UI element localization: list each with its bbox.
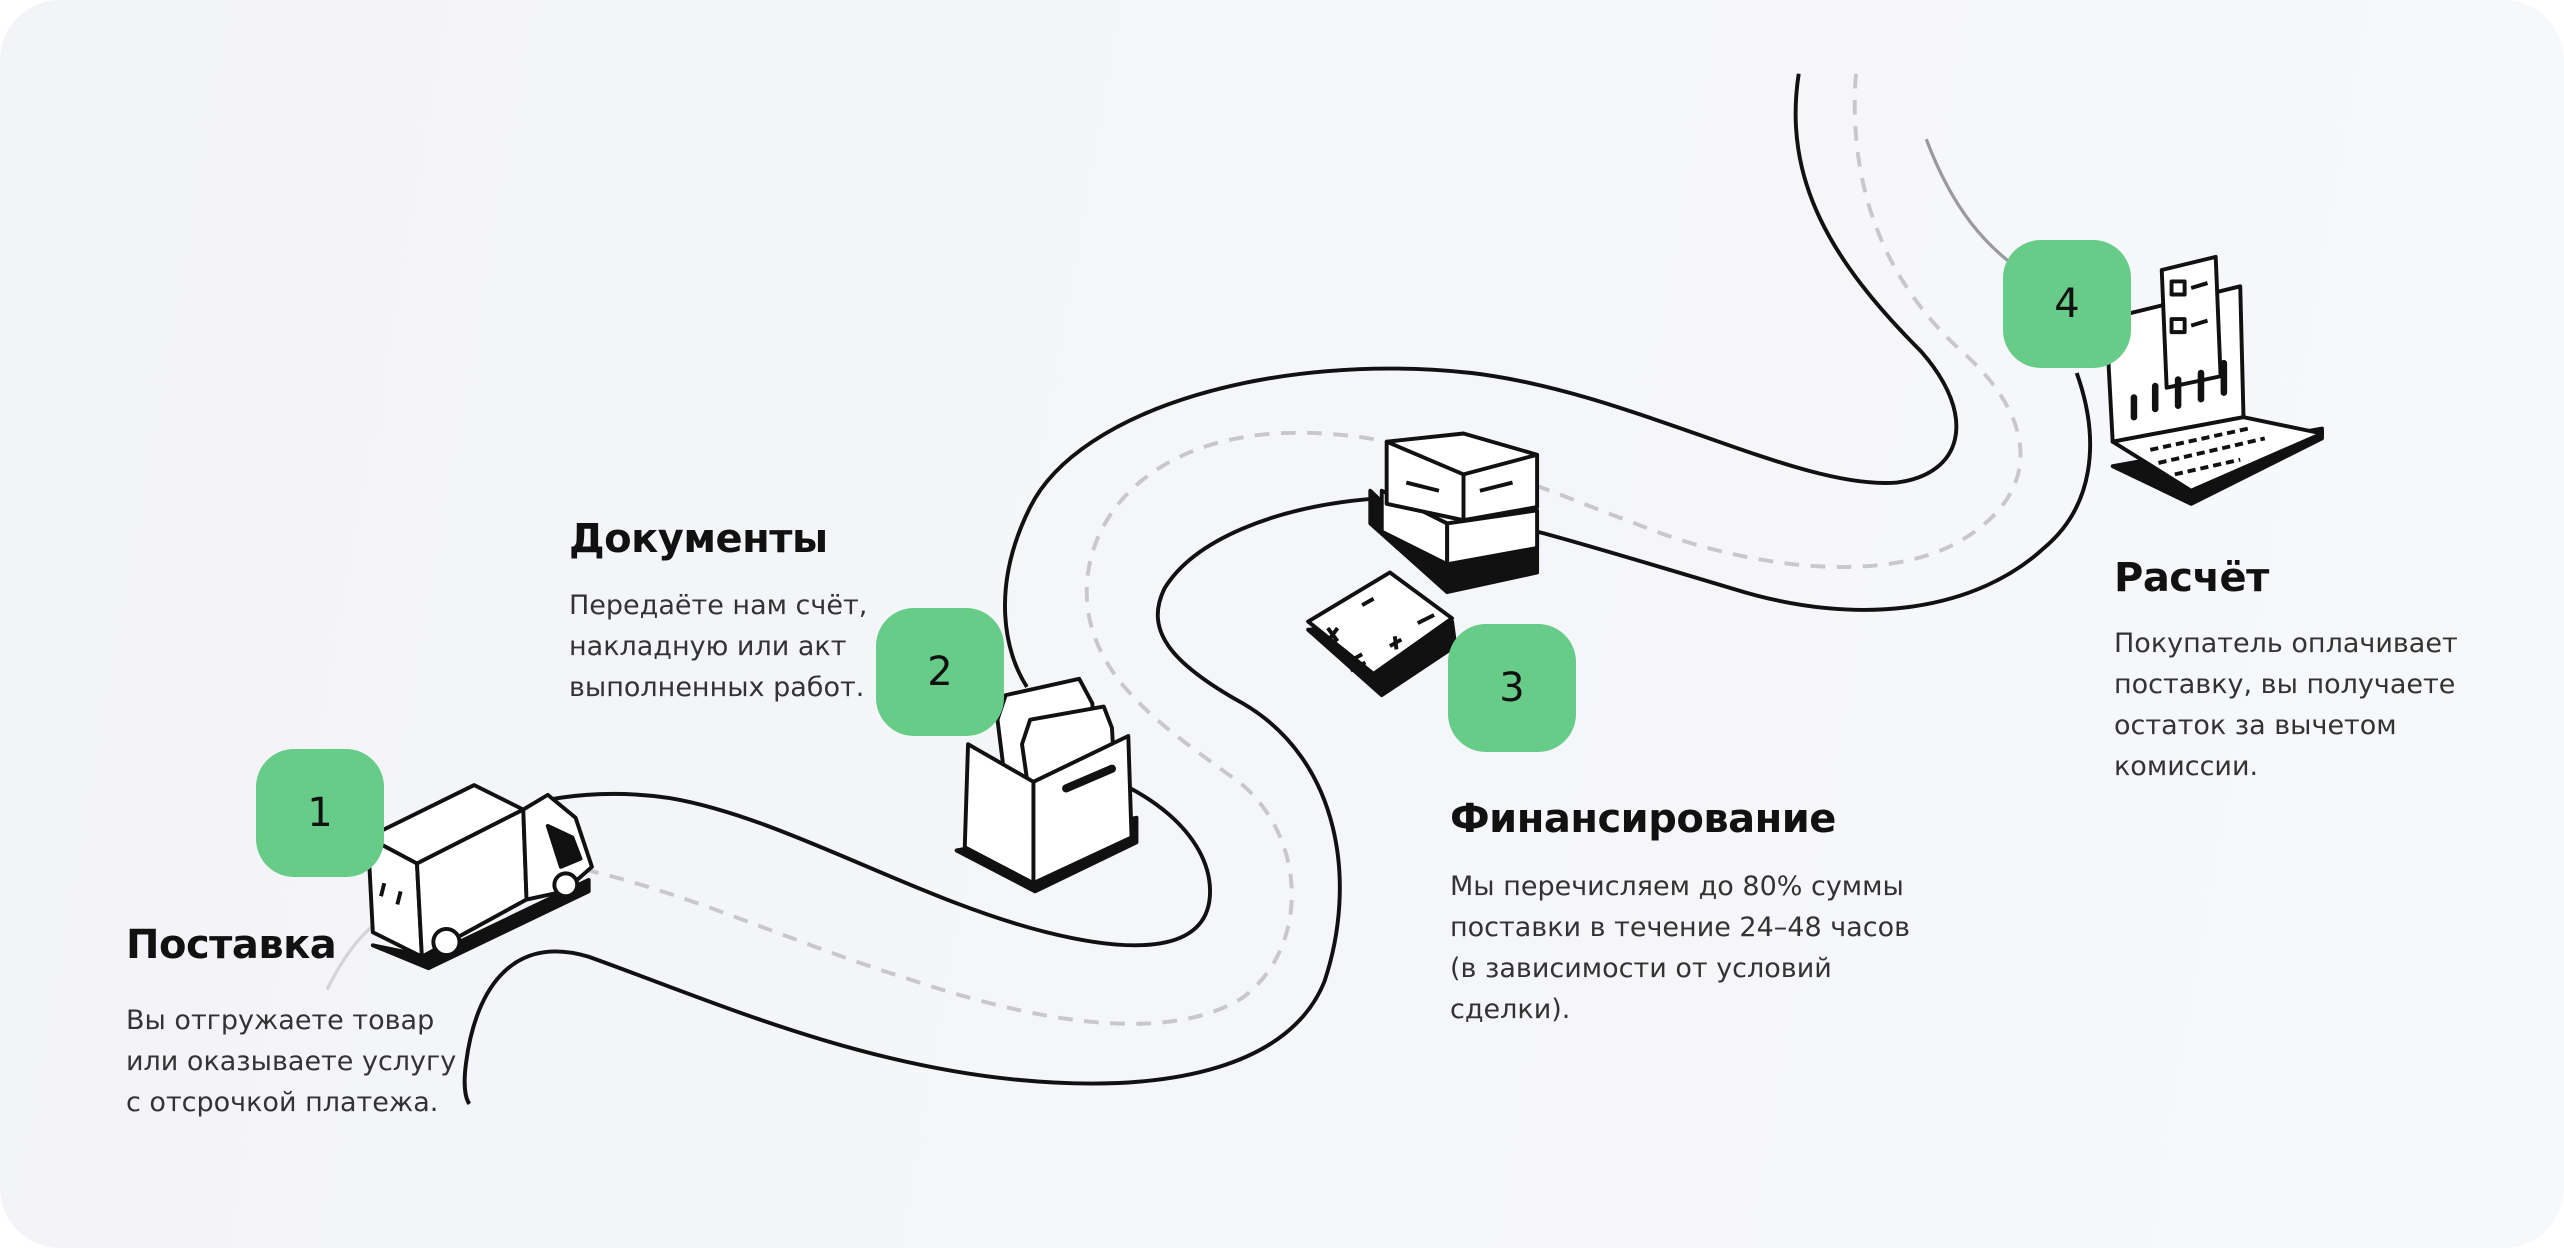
- step-3-badge: 3: [1448, 624, 1576, 752]
- step-4-title: Расчёт: [2114, 555, 2269, 601]
- description-line: сделки).: [1450, 994, 1571, 1025]
- step-1-description: Вы отгружаете товар или оказываете услуг…: [126, 1000, 456, 1123]
- description-line: или оказываете услугу: [126, 1046, 457, 1077]
- step-1-title: Поставка: [126, 922, 337, 968]
- calculator-icon: [1306, 570, 1458, 698]
- description-line: выполненных работ.: [569, 672, 865, 703]
- cash-stack-icon: [1368, 431, 1540, 595]
- step-3-title: Финансирование: [1450, 796, 1836, 842]
- description-line: Передаёте нам счёт,: [569, 590, 868, 621]
- description-line: Вы отгружаете товар: [126, 1005, 435, 1036]
- description-line: поставки в течение 24–48 часов: [1450, 912, 1911, 943]
- faint-curve: [1924, 138, 2021, 272]
- description-line: поставку, вы получаете: [2114, 669, 2456, 700]
- step-1-badge: 1: [256, 749, 384, 877]
- road-edge-lower: [462, 372, 2092, 1106]
- step-2-title: Документы: [569, 516, 828, 562]
- step-3-description: Мы перечисляем до 80% суммы поставки в т…: [1450, 866, 1910, 1030]
- description-line: Покупатель оплачивает: [2114, 628, 2458, 659]
- document-box-icon: [954, 676, 1139, 894]
- description-line: Мы перечисляем до 80% суммы: [1450, 871, 1904, 902]
- description-line: комиссии.: [2114, 751, 2259, 782]
- description-line: (в зависимости от условий: [1450, 953, 1832, 984]
- road-edge-upper: [539, 73, 1959, 948]
- description-line: остаток за вычетом: [2114, 710, 2397, 741]
- description-line: накладную или акт: [569, 631, 847, 662]
- description-line: с отсрочкой платежа.: [126, 1087, 439, 1118]
- step-4-description: Покупатель оплачивает поставку, вы получ…: [2114, 623, 2458, 787]
- step-2-description: Передаёте нам счёт, накладную или акт вы…: [569, 585, 867, 708]
- truck-icon: [365, 783, 594, 971]
- step-2-badge: 2: [876, 608, 1004, 736]
- step-4-badge: 4: [2003, 240, 2131, 368]
- laptop-checklist-icon: [2104, 254, 2324, 506]
